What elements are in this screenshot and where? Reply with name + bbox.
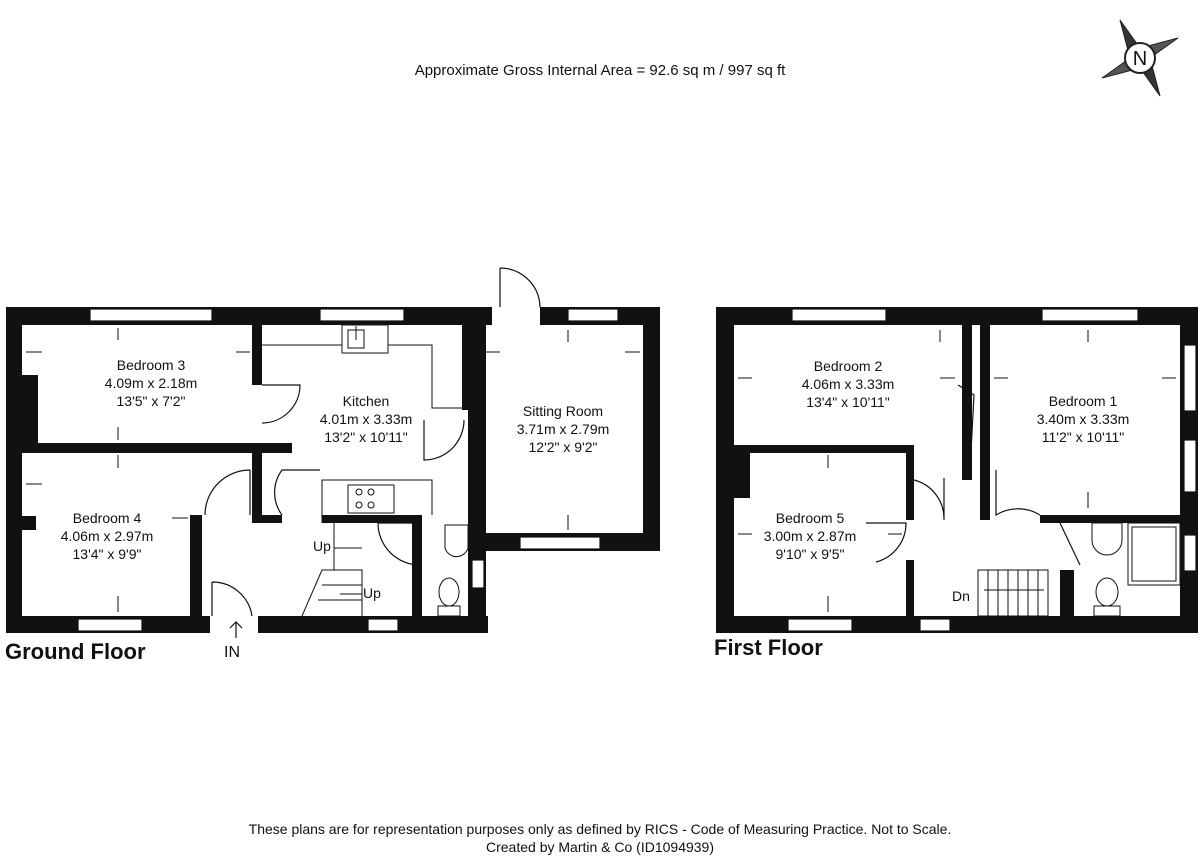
room-name: Bedroom 3 [116,357,186,373]
window [471,559,485,589]
first-floor-label: First Floor [714,635,823,660]
window [1183,344,1197,412]
room-imperial: 13'2" x 10'11" [324,429,408,445]
window [567,308,619,322]
wall [906,445,914,520]
compass-letter: N [1133,48,1147,70]
room-metric: 3.00m x 2.87m [763,528,857,544]
wall [734,453,750,498]
stairs-down-label: Dn [952,588,970,604]
room-imperial: 13'4" x 9'9" [72,546,142,562]
wall [734,445,914,453]
window [77,618,143,632]
window [1183,534,1197,572]
room-bedroom-2: Bedroom 2 4.06m x 3.33m 13'4" x 10'11" [802,357,895,411]
wall [252,325,262,385]
room-imperial: 9'10" x 9'5" [775,546,845,562]
room-metric: 4.06m x 3.33m [801,376,895,392]
room-metric: 4.09m x 2.18m [104,375,198,391]
window [89,308,213,322]
wall [252,453,262,523]
room-kitchen: Kitchen 4.01m x 3.33m 13'2" x 10'11" [320,392,413,446]
room-metric: 4.01m x 3.33m [319,411,413,427]
disclaimer-text: These plans are for representation purpo… [248,821,952,837]
room-bedroom-3: Bedroom 3 4.09m x 2.18m 13'5" x 7'2" [105,356,198,410]
room-metric: 4.06m x 2.97m [60,528,154,544]
wall [980,325,990,520]
window [1183,439,1197,493]
window [791,308,887,322]
window [519,536,601,550]
window [919,618,951,632]
wall [22,516,36,530]
wall [643,307,660,551]
wall [190,515,202,616]
room-imperial: 13'4" x 10'11" [806,394,890,410]
room-name: Bedroom 2 [813,358,883,374]
room-name: Kitchen [342,393,390,409]
wall [1040,515,1180,523]
credit-text: Created by Martin & Co (ID1094939) [486,839,714,855]
wall [716,307,734,633]
room-name: Bedroom 4 [72,510,142,526]
compass-icon: N [1101,19,1179,97]
wall [6,307,22,633]
room-name: Bedroom 5 [775,510,845,526]
room-bedroom-4: Bedroom 4 4.06m x 2.97m 13'4" x 9'9" [61,509,154,563]
wall [252,515,282,523]
room-imperial: 11'2" x 10'11" [1041,429,1125,445]
wall [1060,570,1074,616]
ground-floor-label: Ground Floor [5,639,146,664]
room-imperial: 13'5" x 7'2" [116,393,186,409]
window [319,308,405,322]
wall [22,375,38,445]
room-name: Bedroom 1 [1048,393,1118,409]
room-imperial: 12'2" x 9'2" [528,439,598,455]
stairs-up-label: Up [363,585,381,601]
wall [462,325,486,410]
room-name: Sitting Room [522,403,604,419]
room-bedroom-1: Bedroom 1 3.40m x 3.33m 11'2" x 10'11" [1037,392,1130,446]
compass: N [1100,18,1180,98]
room-sitting-room: Sitting Room 3.71m x 2.79m 12'2" x 9'2" [517,402,610,456]
entrance-label: IN [224,644,240,661]
stairs-up-label: Up [313,538,331,554]
wall [322,515,422,523]
gross-area-text: Approximate Gross Internal Area = 92.6 s… [414,62,786,79]
room-metric: 3.71m x 2.79m [516,421,610,437]
window [787,618,853,632]
room-metric: 3.40m x 3.33m [1036,411,1130,427]
wall [962,325,972,480]
room-bedroom-5: Bedroom 5 3.00m x 2.87m 9'10" x 9'5" [764,509,857,563]
wall [906,560,914,616]
wall [22,443,292,453]
window [1041,308,1139,322]
window [367,618,399,632]
